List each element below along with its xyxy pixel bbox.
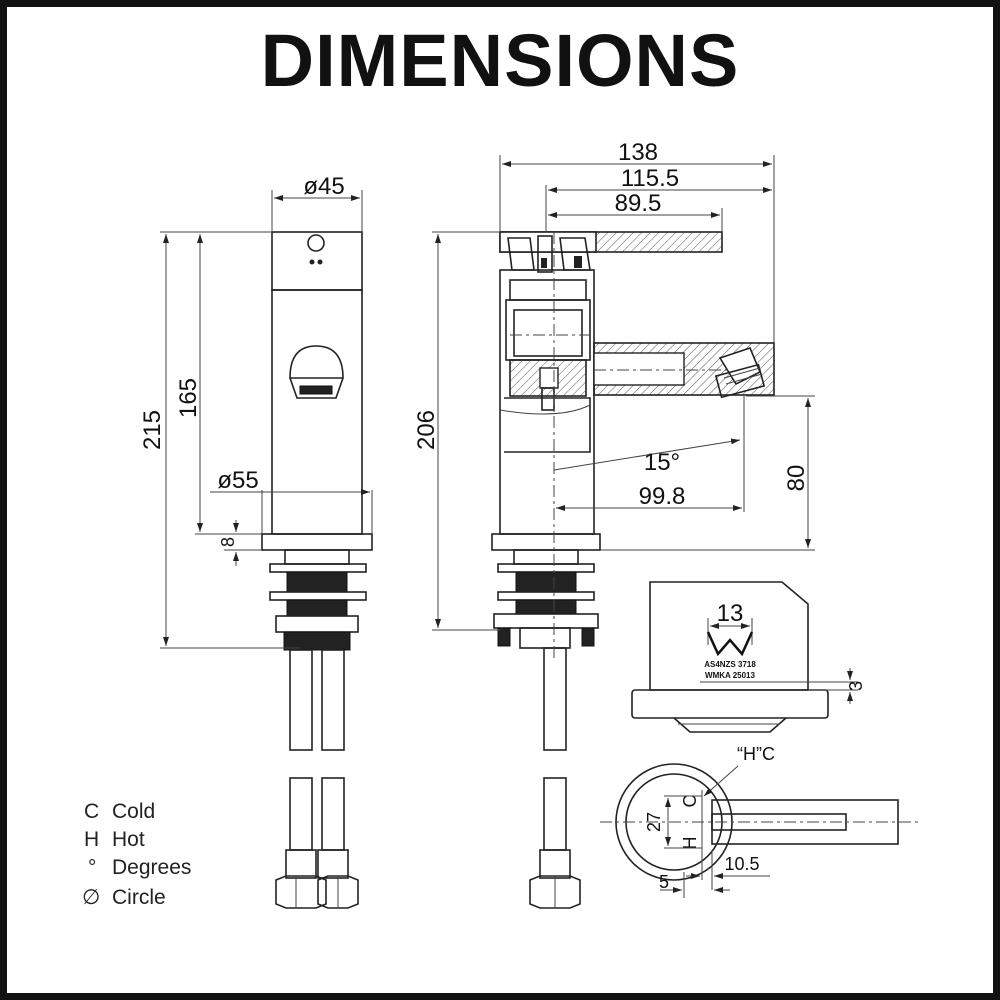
front-dimensions: ø45 215 165 ø55 8	[139, 173, 373, 649]
standard-line-1: AS4NZS 3718	[704, 660, 756, 669]
legend-label-cold: Cold	[112, 800, 155, 823]
side-dimensions: 138 115.5 89.5 206 15° 99.8 80	[413, 139, 815, 631]
top-view: “H”C C H 27 10.5 5	[600, 744, 920, 898]
legend-symbol-c: C	[84, 800, 99, 823]
legend-label-hot: Hot	[112, 828, 145, 851]
dim-angle-15: 15°	[644, 449, 680, 476]
label-hot: H	[680, 837, 700, 850]
side-view	[491, 231, 775, 909]
legend-label-degrees: Degrees	[112, 856, 191, 879]
dim-27: 27	[644, 812, 664, 832]
label-cold: C	[680, 795, 700, 808]
dim-height-215: 215	[139, 410, 166, 450]
dim-thickness-3: 3	[846, 681, 866, 691]
dim-width-13: 13	[717, 600, 744, 627]
standard-line-2: WMKA 25013	[705, 671, 755, 680]
dim-diameter-45: ø45	[303, 173, 344, 200]
legend-symbol-h: H	[84, 828, 99, 851]
legend: C Cold H Hot ° Degrees ∅ Circle	[82, 800, 191, 909]
dim-10-5: 10.5	[724, 854, 759, 874]
page-title: DIMENSIONS	[260, 19, 740, 102]
label-hc: “H”C	[737, 744, 775, 764]
dim-length-138: 138	[618, 139, 658, 166]
detail-view: 13 AS4NZS 3718 WMKA 25013 3	[631, 581, 866, 733]
front-view	[261, 231, 373, 909]
legend-symbol-degree: °	[88, 856, 96, 879]
dim-base-8: 8	[218, 537, 238, 547]
dim-height-206: 206	[413, 410, 440, 450]
dim-5: 5	[659, 872, 669, 892]
watermark-logo	[706, 631, 754, 657]
dim-height-165: 165	[175, 378, 202, 418]
legend-label-circle: Circle	[112, 886, 166, 909]
dim-reach-99-8: 99.8	[639, 483, 686, 510]
dim-height-80: 80	[783, 465, 810, 492]
dim-diameter-55: ø55	[217, 467, 258, 494]
dim-length-115: 115.5	[621, 165, 679, 192]
legend-symbol-circle: ∅	[82, 886, 100, 909]
dim-length-89: 89.5	[615, 190, 662, 217]
